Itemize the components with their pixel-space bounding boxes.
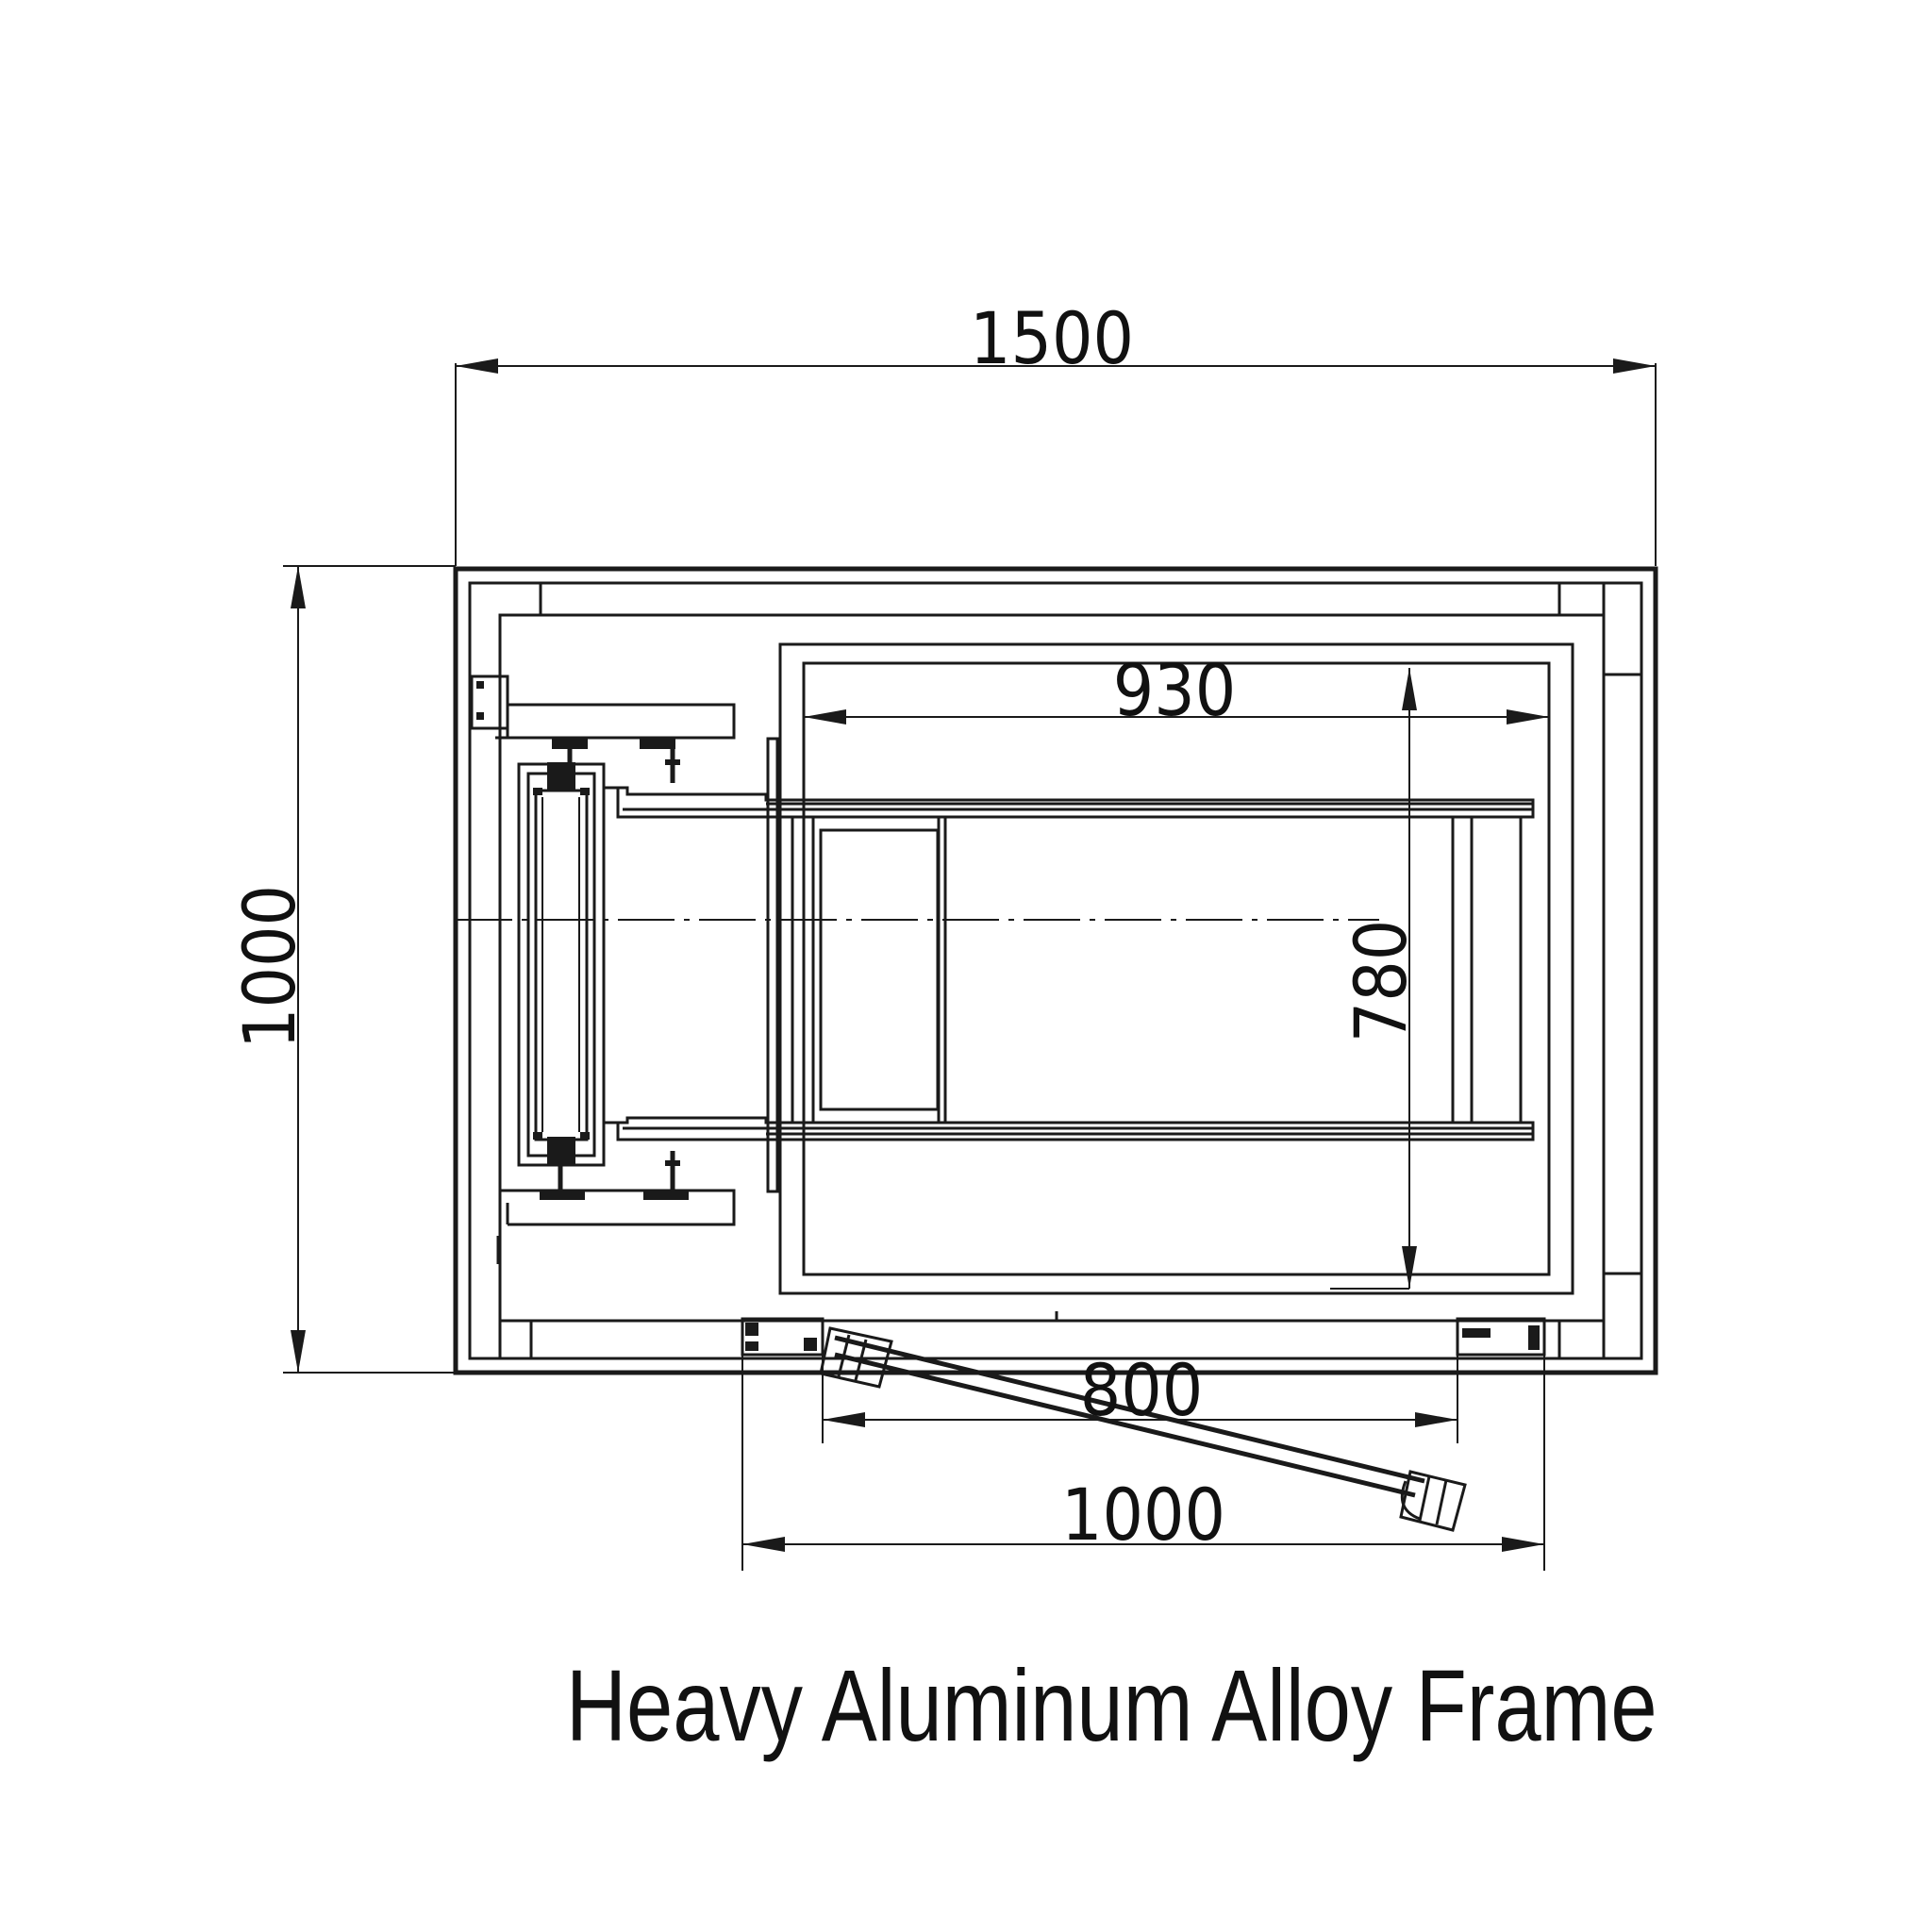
dimension-platform-width: 780 (1330, 668, 1423, 1290)
dimension-label-platform-width: 780 (1339, 920, 1423, 1042)
door-posts (741, 1311, 1546, 1357)
dimension-label-platform-length: 930 (1113, 648, 1236, 732)
swing-door (819, 1326, 1467, 1532)
inner-enclosure (498, 613, 1606, 1323)
dimension-platform-length: 930 (804, 648, 1549, 732)
dimension-label-door-frame: 1000 (1061, 1473, 1225, 1557)
drive-assembly (470, 675, 736, 1264)
dimension-label-door-opening: 800 (1080, 1348, 1203, 1432)
guide-rails (616, 786, 1535, 1141)
shaft-frame (453, 566, 1658, 1375)
dimension-door-frame: 1000 (741, 1355, 1545, 1571)
dimension-label-overall-height: 1000 (227, 885, 311, 1049)
dimension-door-opening: 800 (822, 1348, 1458, 1443)
drawing-caption: Heavy Aluminum Alloy Frame (566, 1648, 1657, 1762)
dimension-overall-width: 1500 (455, 296, 1657, 566)
car-panels (766, 737, 1523, 1193)
dimension-label-overall-width: 1500 (970, 296, 1134, 380)
elevator-car (778, 642, 1574, 1295)
dimension-overall-height: 1000 (227, 565, 456, 1374)
